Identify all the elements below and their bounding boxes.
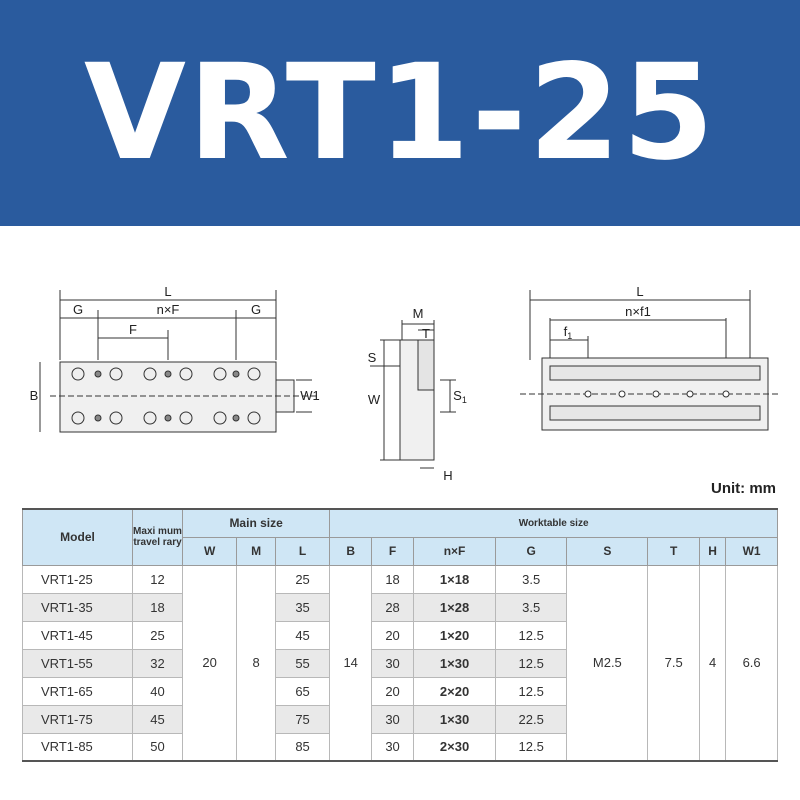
table-row: VRT1-65 40 65 20 2×20 12.5 — [22, 676, 778, 706]
dim-H: H — [443, 468, 452, 483]
shared-H: 4 — [699, 564, 727, 762]
header-nF: n×F — [413, 536, 497, 566]
dim-S: S — [368, 350, 377, 365]
dim-L-front: L — [636, 284, 643, 299]
dim-W: W — [368, 392, 381, 407]
header-worktable-size: Worktable size — [329, 508, 778, 538]
dim-M: M — [413, 306, 424, 321]
shared-W: 20 — [181, 564, 238, 762]
header-M: M — [236, 536, 276, 566]
header-W: W — [181, 536, 238, 566]
shared-M: 8 — [236, 564, 276, 762]
front-view-drawing: L n×f1 f1 — [520, 284, 780, 431]
table-row: VRT1-75 45 75 30 1×30 22.5 — [22, 704, 778, 734]
header-model: Model — [22, 508, 133, 566]
dim-G-right: G — [251, 302, 261, 317]
dim-G-left: G — [73, 302, 83, 317]
table-row: VRT1-25 12 20 8 25 14 18 1×18 3.5 M2.5 7… — [22, 564, 778, 762]
spec-table: Model Maxi mum travel rary Main size Wor… — [22, 508, 778, 762]
header-F: F — [371, 536, 415, 566]
header-H: H — [699, 536, 727, 566]
shared-T: 7.5 — [647, 564, 701, 762]
product-title: VRT1-25 — [83, 36, 717, 190]
header-G: G — [495, 536, 568, 566]
dim-W1: W1 — [300, 388, 320, 403]
header-L: L — [274, 536, 331, 566]
table-row: VRT1-55 32 55 30 1×30 12.5 — [22, 648, 778, 678]
table-row: VRT1-35 18 35 28 1×28 3.5 — [22, 592, 778, 622]
dim-nF: n×F — [157, 302, 180, 317]
shared-W1: 6.6 — [725, 564, 778, 762]
dim-S1: S1 — [453, 388, 467, 405]
header-T: T — [647, 536, 701, 566]
header-W1: W1 — [725, 536, 778, 566]
table-row: VRT1-85 50 85 30 2×30 12.5 — [22, 732, 778, 762]
dim-f1: f1 — [564, 324, 573, 341]
header-main-size: Main size — [181, 508, 331, 538]
table-row: VRT1-45 25 45 20 1×20 12.5 — [22, 620, 778, 650]
dim-T: T — [422, 326, 430, 341]
top-view-drawing: L G n×F G F B W1 — [30, 284, 320, 433]
dim-L: L — [164, 284, 171, 299]
header-max-travel: Maxi mum travel rary — [132, 508, 183, 566]
unit-label: Unit: mm — [711, 480, 776, 497]
shared-B: 14 — [329, 564, 373, 762]
dim-B: B — [30, 388, 39, 403]
dim-nf1: n×f1 — [625, 304, 651, 319]
technical-drawings: L G n×F G F B W1 M T S W S1 H — [0, 270, 800, 483]
header-B: B — [329, 536, 373, 566]
header-S: S — [566, 536, 649, 566]
side-view-drawing: M T S W S1 H — [368, 306, 467, 483]
title-banner: VRT1-25 — [0, 0, 800, 226]
dim-F: F — [129, 322, 137, 337]
shared-S: M2.5 — [566, 564, 649, 762]
